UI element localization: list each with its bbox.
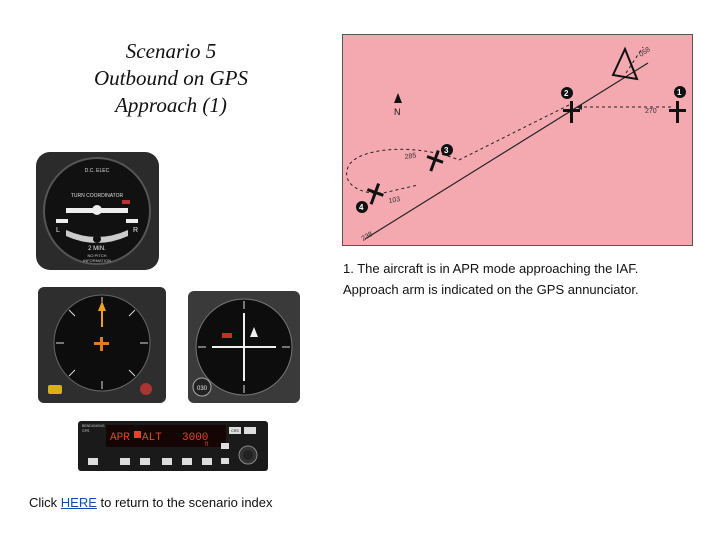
bearing-058: 058: [638, 46, 652, 58]
course-line: [364, 62, 649, 240]
gps-button-a[interactable]: [88, 458, 98, 465]
tc-right-label: R: [133, 227, 138, 234]
approach-map-drawing: N 058 270 285 103 238 1 2 3 4: [346, 46, 686, 243]
tc-label-top: D.C. ELEC: [85, 168, 110, 174]
waypoint-1-label: 1: [677, 88, 682, 97]
hsi-flag: [222, 333, 232, 338]
footer-prefix: Click: [29, 495, 61, 510]
turn-coordinator-instrument: D.C. ELEC TURN COORDINATOR L R 2 MIN. NO…: [36, 152, 159, 270]
procedure-turn-path: [346, 104, 570, 194]
gps-display: [106, 425, 226, 447]
rmi-instrument: [38, 287, 166, 403]
north-arrow-icon: [394, 93, 402, 103]
aircraft-4-icon: [366, 183, 384, 205]
gps-brand-1: BENDIX/KING: [82, 424, 105, 428]
title-line-2: Outbound on GPS: [94, 66, 248, 90]
aircraft-1-icon: [669, 101, 686, 123]
tc-note-1: NO PITCH: [87, 253, 106, 258]
hsi-instrument: 030: [188, 291, 300, 403]
waypoint-2-marker: [561, 87, 573, 99]
gps-button-f[interactable]: [202, 458, 212, 465]
rmi-knob-left[interactable]: [48, 385, 62, 394]
waypoint-3-marker: [441, 144, 453, 156]
waypoint-3-label: 3: [444, 146, 449, 155]
tc-inclinometer: [66, 230, 128, 243]
track-058: [625, 46, 644, 74]
gps-mode: APR: [110, 432, 130, 444]
gps-unit: ft: [205, 442, 209, 448]
tc-note-2: INFORMATION: [83, 258, 111, 263]
gps-button-e[interactable]: [182, 458, 192, 465]
aircraft-3-icon: [426, 149, 444, 172]
tc-min-label: 2 MIN.: [88, 246, 106, 252]
title-line-1: Scenario 5: [125, 39, 217, 63]
waypoint-4-label: 4: [359, 203, 364, 212]
waypoint-4-marker: [356, 201, 368, 213]
gps-button-h[interactable]: [221, 458, 229, 464]
approach-map: N 058 270 285 103 238 1 2 3 4: [342, 34, 693, 246]
rmi-aircraft-icon: [94, 337, 109, 351]
gps-altitude: 3000: [182, 432, 208, 444]
waypoint-2-label: 2: [564, 89, 569, 98]
tc-left-label: L: [56, 227, 60, 234]
waypoint-1-marker: [674, 86, 686, 98]
rmi-knob-right[interactable]: [140, 383, 152, 395]
gps-button-d[interactable]: [162, 458, 172, 465]
hsi-badge: 030: [197, 386, 208, 392]
gps-button-c[interactable]: [140, 458, 150, 465]
gps-receiver: BENDIX/KING GPS APR ALT 3000 ft CRS: [78, 421, 268, 471]
bearing-238: 238: [361, 231, 375, 243]
footer-suffix: to return to the scenario index: [96, 495, 273, 510]
north-label: N: [394, 107, 401, 117]
aircraft-2-icon: [563, 101, 580, 123]
gps-button-g[interactable]: [221, 443, 229, 449]
title-line-3: Approach (1): [115, 93, 227, 117]
return-to-index-link[interactable]: HERE: [60, 495, 97, 510]
return-instruction: Click HERE to return to the scenario ind…: [29, 495, 273, 510]
gps-alt-label: ALT: [142, 432, 162, 444]
rmi-needle-icon: [98, 301, 106, 311]
gps-brand-2: GPS: [82, 429, 90, 433]
bearing-285: 285: [404, 152, 417, 161]
bearing-103: 103: [388, 196, 401, 205]
bearing-270: 270: [645, 108, 657, 115]
iaf-triangle-icon: [611, 46, 639, 81]
gps-button-crs-label: CRS: [231, 429, 239, 433]
gps-button-2[interactable]: [244, 427, 256, 434]
gps-button-b[interactable]: [120, 458, 130, 465]
step-caption: 1. The aircraft is in APR mode approachi…: [343, 261, 639, 297]
scenario-title: Scenario 5 Outbound on GPS Approach (1): [40, 38, 302, 119]
hsi-course-knob[interactable]: [192, 377, 212, 397]
gps-button-crs[interactable]: [229, 427, 241, 434]
tc-label-mid: TURN COORDINATOR: [71, 193, 124, 199]
